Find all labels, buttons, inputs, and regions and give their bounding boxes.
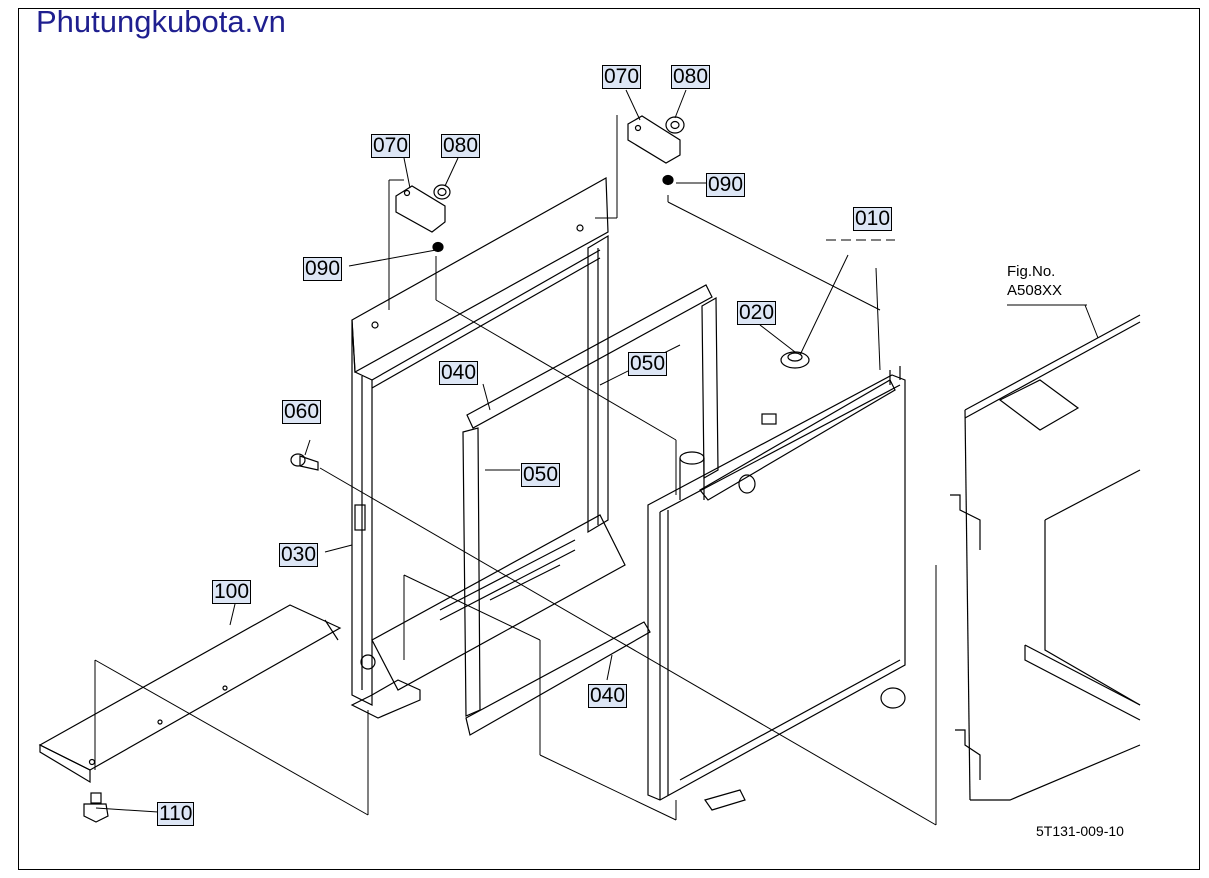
callout-040-top: 040 xyxy=(439,361,479,385)
mount-bracket-right xyxy=(627,115,685,186)
radiator-core-010 xyxy=(647,366,906,811)
figure-reference: Fig.No. A508XX xyxy=(1007,262,1062,300)
mount-bracket-left xyxy=(395,184,451,253)
drawing-frame xyxy=(18,8,1200,870)
callout-070-right: 070 xyxy=(602,65,642,89)
callout-070-left: 070 xyxy=(371,134,411,158)
watermark: Phutungkubota.vn xyxy=(36,4,286,39)
callout-110: 110 xyxy=(157,802,195,826)
drawing-code: 5T131-009-10 xyxy=(1036,823,1124,839)
callout-060: 060 xyxy=(282,400,322,424)
leader-lines xyxy=(94,89,1099,826)
callout-030: 030 xyxy=(279,543,319,567)
bolt-060 xyxy=(290,453,319,471)
radiator-shroud-frame xyxy=(350,176,626,719)
callout-040-bottom: 040 xyxy=(588,684,628,708)
callout-020: 020 xyxy=(737,301,777,325)
callout-090-right: 090 xyxy=(706,173,746,197)
figure-reference-line1: Fig.No. xyxy=(1007,263,1056,280)
figure-reference-line2: A508XX xyxy=(1007,282,1063,299)
radiator-cap-020 xyxy=(780,351,810,369)
callout-080-right: 080 xyxy=(671,65,711,89)
bottom-cover-100 xyxy=(38,604,342,784)
callout-080-left: 080 xyxy=(441,134,481,158)
callout-100: 100 xyxy=(212,580,252,604)
callout-050-top: 050 xyxy=(628,352,668,376)
callout-010: 010 xyxy=(853,207,893,231)
foam-seals xyxy=(462,284,719,736)
callout-050-mid: 050 xyxy=(521,463,561,487)
callout-090-left: 090 xyxy=(303,257,343,281)
bolt-110 xyxy=(83,792,109,823)
engine-housing xyxy=(950,314,1141,801)
